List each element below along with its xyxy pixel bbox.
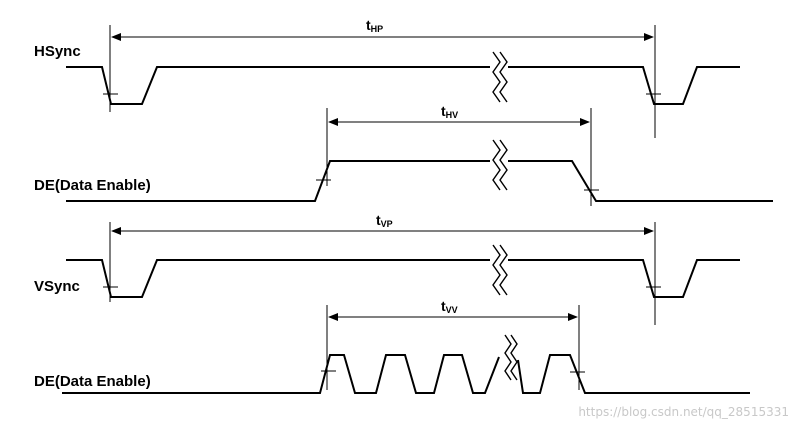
tvv-dimension: tVV: [326, 298, 580, 390]
hsync-waveform: [66, 51, 740, 105]
de2-waveform: [62, 334, 750, 394]
thp-label: tHP: [366, 17, 383, 34]
de1-break-icon: [492, 139, 508, 191]
de1-waveform: [66, 139, 773, 202]
vsync-label: VSync: [34, 278, 80, 295]
de1-label: DE(Data Enable): [34, 177, 151, 194]
tvv-label: tVV: [441, 298, 458, 315]
de2-label: DE(Data Enable): [34, 373, 151, 390]
tvp-label: tVP: [376, 212, 393, 229]
thp-dimension: tHP: [109, 17, 656, 138]
hsync-label: HSync: [34, 43, 81, 60]
hsync-break-icon: [492, 51, 508, 103]
de2-break-icon: [504, 334, 518, 381]
vsync-waveform: [66, 244, 740, 298]
thv-dimension: tHV: [326, 103, 592, 206]
watermark-text: https://blog.csdn.net/qq_28515331: [578, 405, 789, 419]
thv-label: tHV: [441, 103, 458, 120]
vsync-break-icon: [492, 244, 508, 296]
tvp-dimension: tVP: [109, 212, 656, 325]
